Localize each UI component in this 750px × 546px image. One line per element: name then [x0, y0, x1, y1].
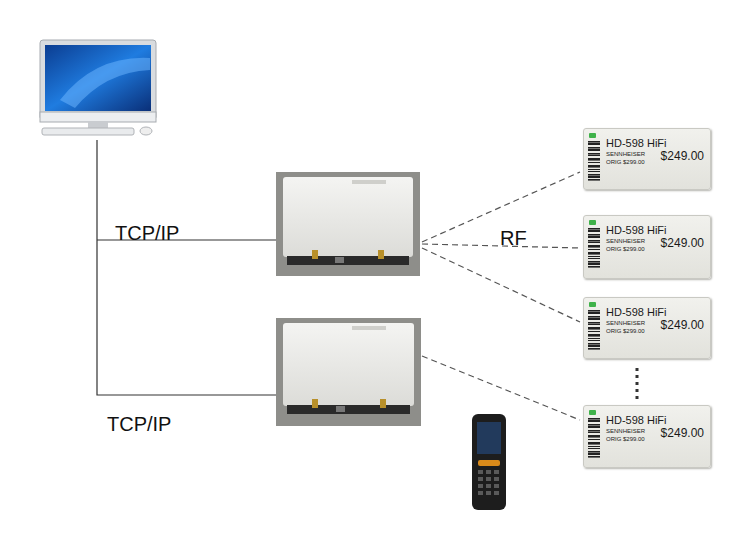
product-text: HD-598 HiFi — [606, 138, 667, 149]
product-text: HD-598 HiFi — [606, 307, 667, 318]
price-tag: HD-598 HiFi$249.00 SENNHEISER ORIG $299.00 — [583, 215, 711, 279]
price-tag: HD-598 HiFi$249.00 SENNHEISER ORIG $299.00 — [583, 297, 711, 359]
status-icon — [589, 133, 596, 138]
base-station — [276, 172, 420, 276]
price-text: $249.00 — [661, 427, 704, 439]
product-text: SENNHEISER — [606, 151, 645, 157]
product-text: SENNHEISER — [606, 428, 645, 434]
price-text: $249.00 — [661, 150, 704, 162]
computer — [40, 40, 156, 135]
link-label: RF — [500, 228, 527, 248]
barcode — [588, 141, 602, 181]
protocol-label: TCP/IP — [115, 223, 179, 243]
product-text: ORIG $299.00 — [606, 436, 645, 442]
rf-link — [422, 172, 580, 420]
status-icon — [589, 220, 596, 225]
barcode — [588, 418, 602, 458]
price-text: $249.00 — [661, 237, 704, 249]
price-tag: HD-598 HiFi$249.00 SENNHEISER ORIG $299.00 — [583, 405, 711, 468]
product-text: HD-598 HiFi — [606, 415, 667, 426]
product-text: SENNHEISER — [606, 320, 645, 326]
continuation-dots — [636, 368, 639, 400]
barcode — [588, 228, 602, 268]
price-tag: HD-598 HiFi$249.00 SENNHEISER ORIG $299.00 — [583, 128, 711, 190]
protocol-label: TCP/IP — [107, 414, 171, 434]
price-text: $249.00 — [661, 319, 704, 331]
product-text: ORIG $299.00 — [606, 159, 645, 165]
product-text: HD-598 HiFi — [606, 225, 667, 236]
product-text: ORIG $299.00 — [606, 246, 645, 252]
network-cable — [97, 140, 277, 395]
handheld-terminal — [472, 414, 506, 510]
status-icon — [589, 410, 596, 415]
product-text: ORIG $299.00 — [606, 328, 645, 334]
product-text: SENNHEISER — [606, 238, 645, 244]
status-icon — [589, 302, 596, 307]
base-station — [276, 318, 421, 426]
barcode — [588, 310, 602, 350]
